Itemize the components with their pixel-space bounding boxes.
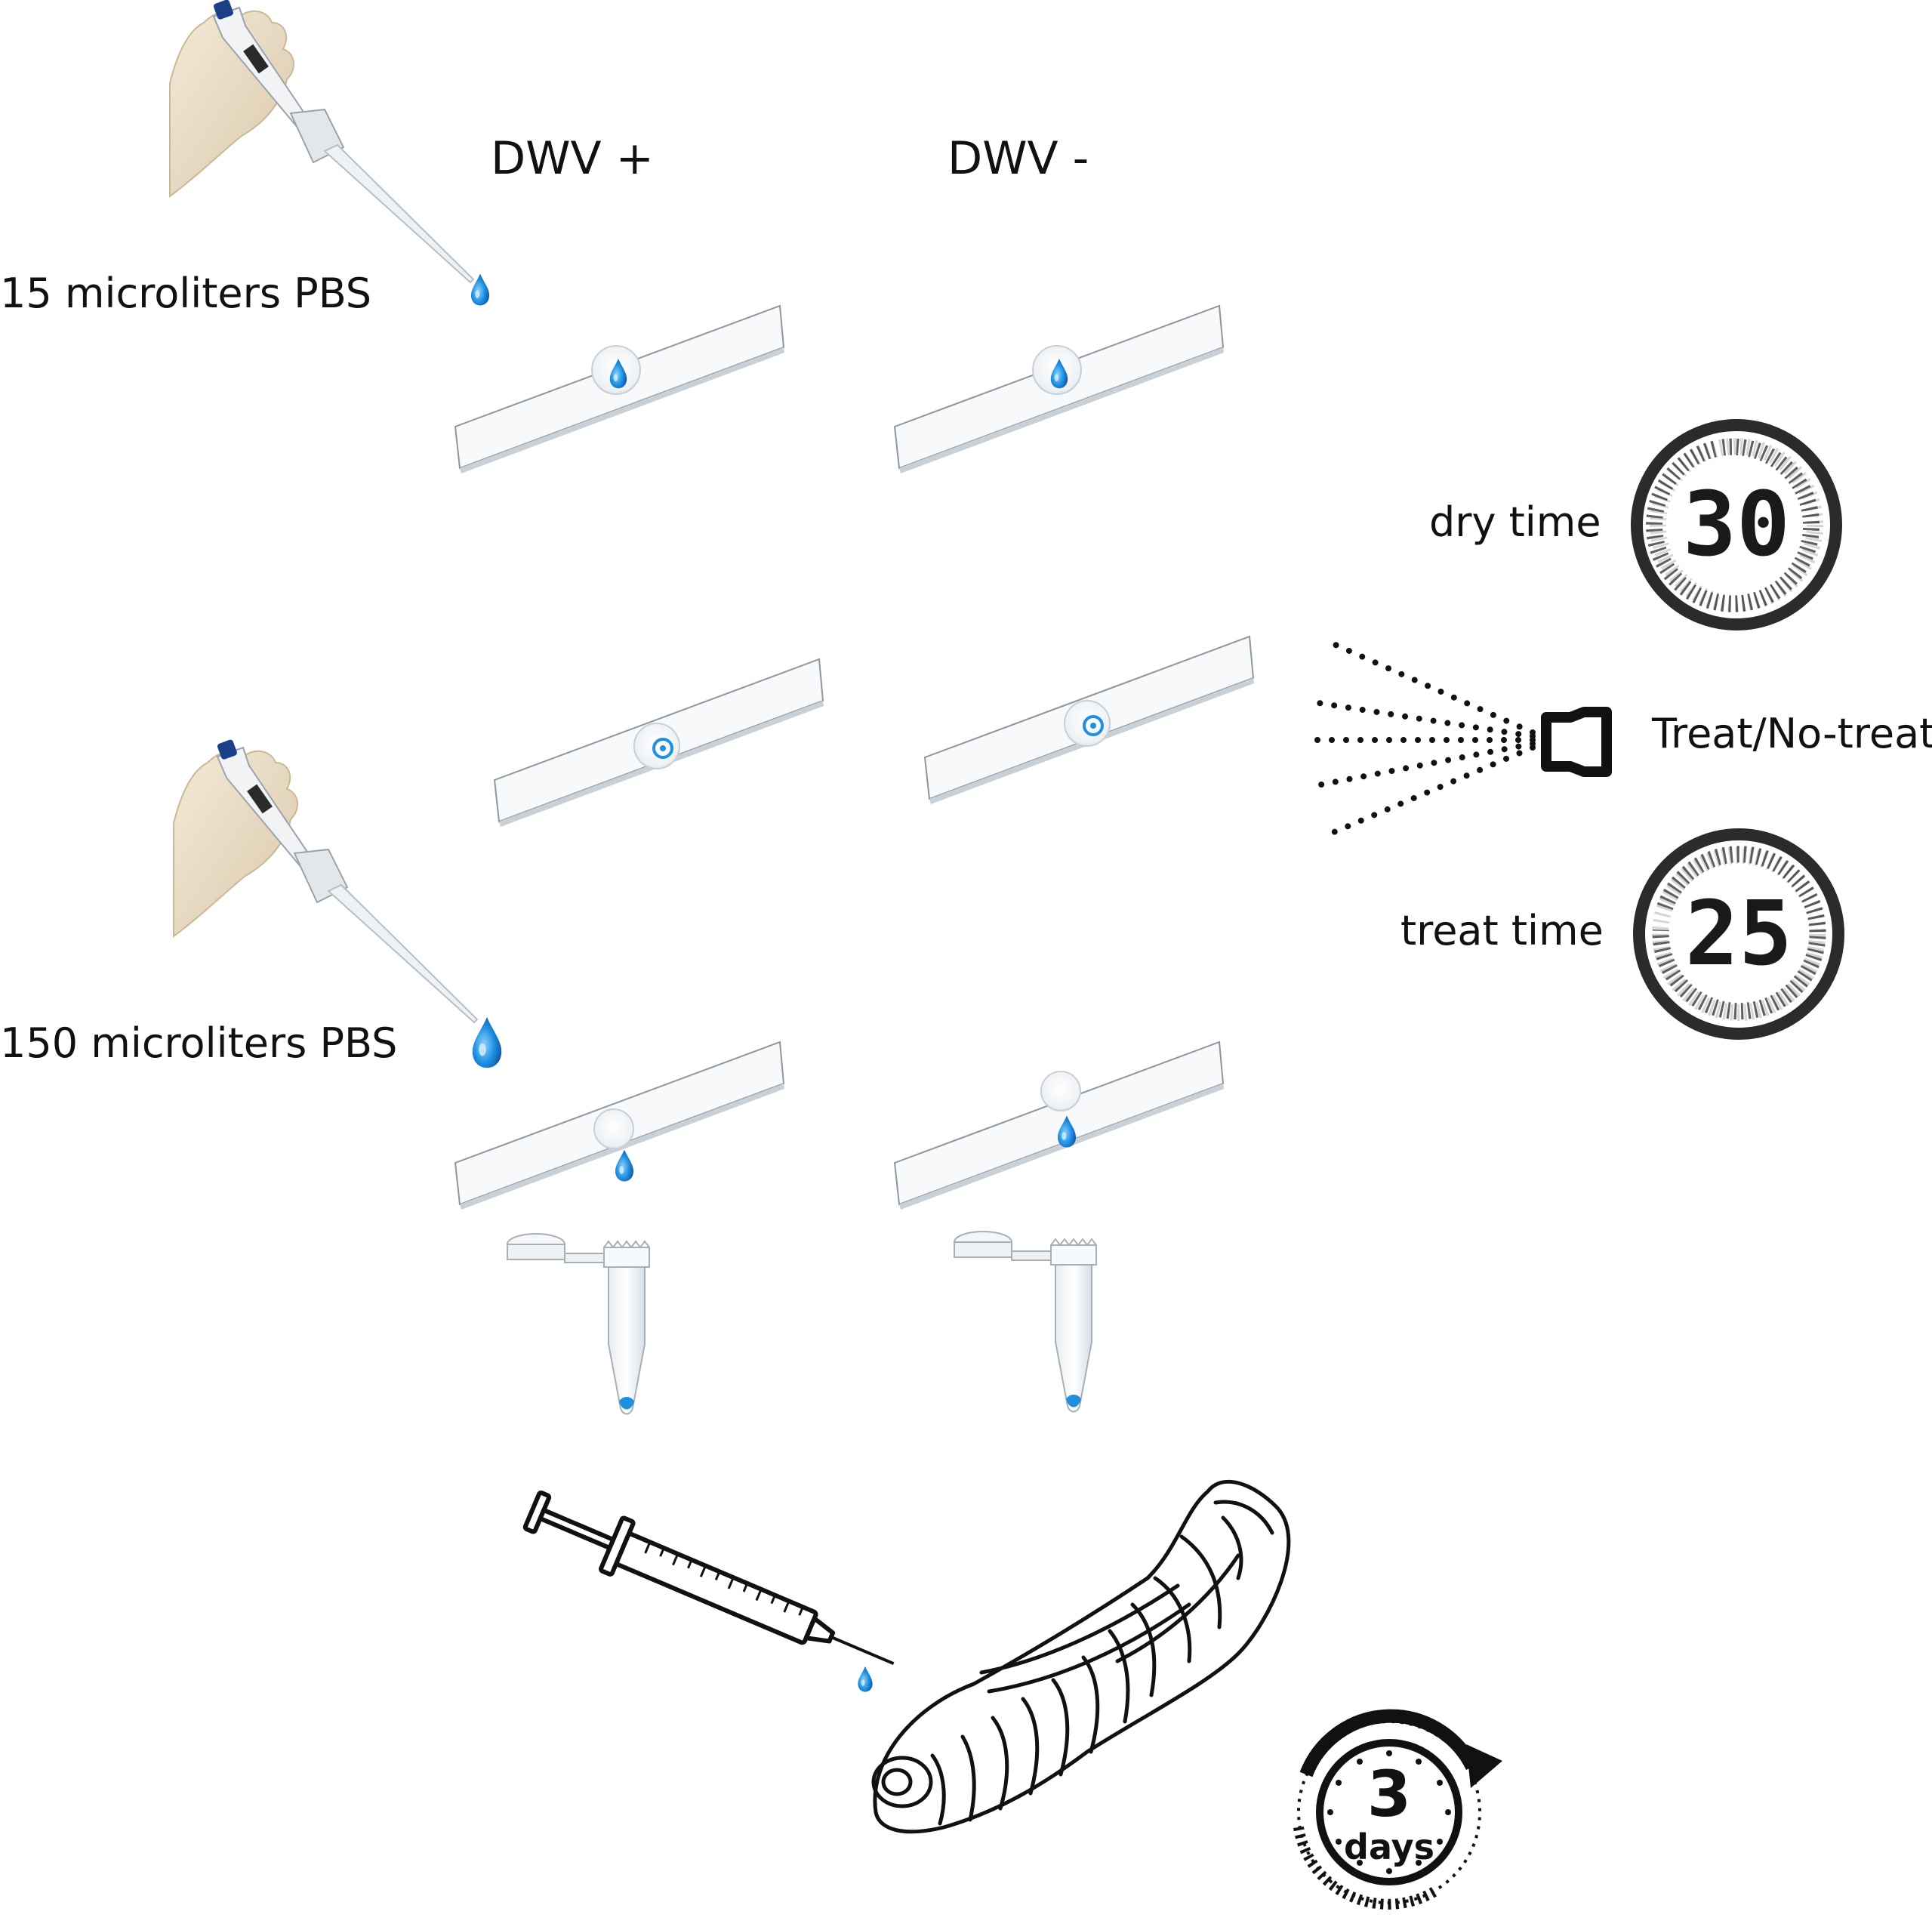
step-label-large-volume: 150 microliters PBS: [0, 1019, 398, 1067]
droplet-icon: [472, 1017, 502, 1068]
timer-icon: [1633, 828, 1844, 1040]
droplet-icon: [858, 1666, 873, 1692]
glass-slide-icon: [454, 1041, 785, 1210]
timer-icon: [1631, 419, 1842, 630]
glass-slide-icon: [894, 1041, 1225, 1210]
column-label-dwv-positive: DWV +: [491, 132, 654, 185]
step-label-small-volume: 15 microliters PBS: [0, 270, 372, 317]
glass-slide-icon: [454, 305, 785, 474]
treat-time-label: treat time: [1400, 907, 1604, 954]
glass-slide-icon: [894, 305, 1225, 474]
incubation-days-unit: days: [1344, 1827, 1434, 1867]
dry-time-label: dry time: [1429, 498, 1601, 546]
treat-timer-value: 25: [1685, 881, 1792, 985]
droplet-icon: [471, 273, 489, 306]
glass-slide-icon: [924, 636, 1255, 805]
pipette-icon: [169, 0, 474, 283]
syringe-icon: [522, 1491, 895, 1666]
dry-timer-value: 30: [1683, 472, 1790, 576]
incubation-days-value: 3: [1367, 1757, 1411, 1831]
column-label-dwv-negative: DWV -: [948, 132, 1089, 185]
microcentrifuge-tube-icon: [954, 1231, 1097, 1413]
spray-nozzle-icon: [1311, 639, 1612, 837]
bee-pupa-icon: [871, 1479, 1291, 1834]
spray-treatment-label: Treat/No-treat: [1652, 710, 1932, 757]
pipette-icon: [173, 738, 478, 1023]
glass-slide-icon: [494, 658, 824, 828]
microcentrifuge-tube-icon: [507, 1233, 650, 1415]
incubation-clock-icon: [1293, 1709, 1502, 1910]
